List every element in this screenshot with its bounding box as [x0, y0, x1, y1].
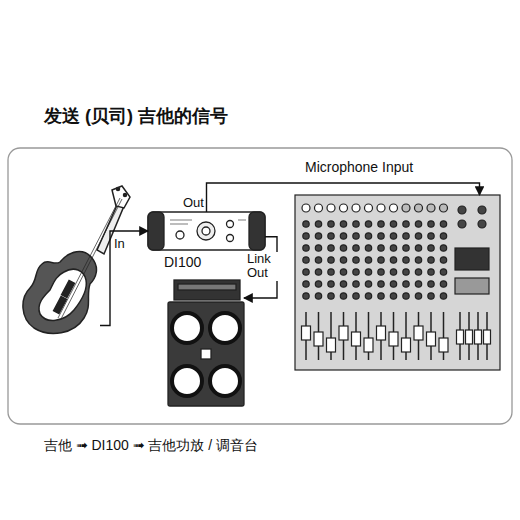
di100-unit: DI100 — [148, 212, 265, 250]
di100-box — [148, 212, 265, 250]
node-label: DI100 — [164, 254, 201, 270]
bass-amp — [168, 280, 244, 406]
bass-amp — [168, 280, 244, 406]
signal-cable — [207, 183, 480, 212]
signal-cable — [100, 231, 148, 326]
signal-cable — [244, 237, 277, 298]
bass-guitar — [18, 186, 100, 336]
node-label: Microphone Input — [305, 159, 413, 175]
mixer: Microphone Input — [295, 195, 500, 370]
caption: 吉他 ➟ DI100 ➟ 吉他功放 / 调音台 — [44, 437, 258, 455]
bass-guitar — [23, 186, 130, 333]
port-label: In — [113, 237, 126, 251]
title: 发送 (贝司) 吉他的信号 — [44, 104, 228, 128]
mixing-console — [295, 195, 500, 370]
frame — [8, 148, 512, 424]
port-label: Out — [182, 196, 205, 210]
port-label: Link Out — [246, 252, 278, 281]
